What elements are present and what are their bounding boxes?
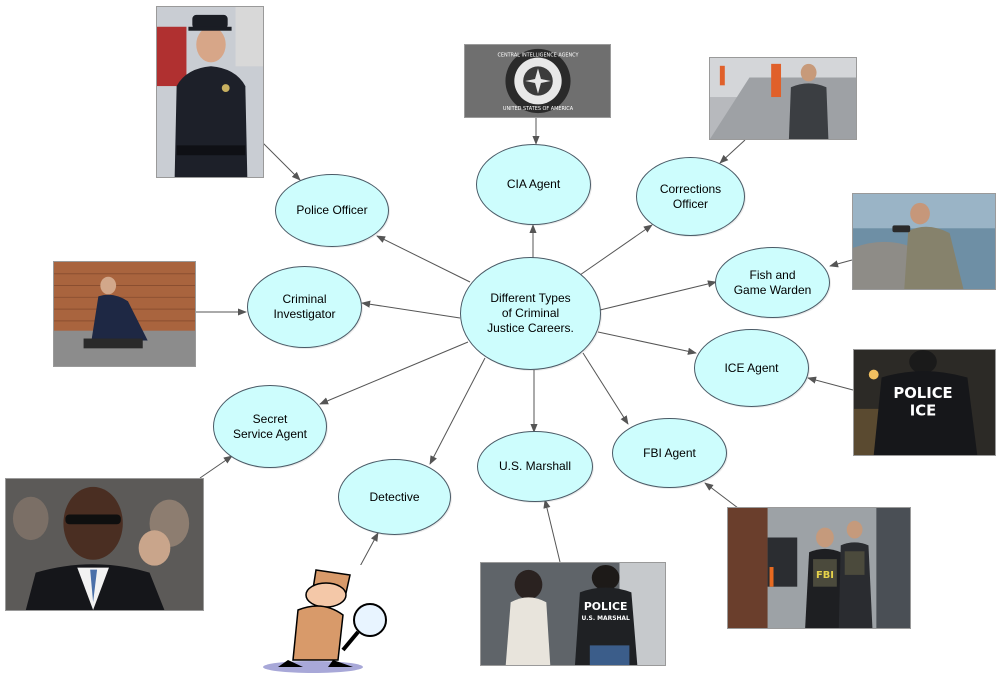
photo-detective-cartoon [258, 565, 403, 675]
node-ice-agent: ICE Agent [694, 329, 809, 407]
node-police-officer: Police Officer [275, 174, 389, 247]
photo-criminal-investigator [53, 261, 196, 367]
node-corrections-officer: Corrections Officer [636, 157, 745, 236]
fbi-vest-text: FBI [816, 570, 834, 581]
photo-us-marshal: POLICE U.S. MARSHAL [480, 562, 666, 666]
node-detective: Detective [338, 459, 451, 535]
edge-center-ice [597, 331, 697, 355]
node-us-marshall: U.S. Marshall [477, 431, 593, 502]
node-criminal-investigator: Criminal Investigator [247, 266, 362, 348]
ice-vest-line1: POLICE [893, 385, 952, 402]
edge-photo-corrections [719, 139, 746, 164]
edge-center-fbi [582, 352, 629, 425]
photo-fbi-agents: FBI [727, 507, 911, 629]
marshal-vest-line2: U.S. MARSHAL [581, 616, 630, 622]
edge-photo-police [261, 141, 301, 181]
edge-photo-secret [199, 455, 233, 479]
node-fish-game-warden: Fish and Game Warden [715, 247, 830, 318]
edge-center-fish [599, 280, 717, 311]
edge-photo-fbi [704, 482, 739, 509]
edge-center-criminal [361, 300, 461, 319]
photo-cia-seal: CENTRAL INTELLIGENCE AGENCY UNITED STATE… [464, 44, 611, 118]
node-center: Different Types of Criminal Justice Care… [460, 257, 601, 370]
photo-ice-agent: POLICE ICE [853, 349, 996, 456]
node-secret-service-agent: Secret Service Agent [213, 385, 327, 468]
edge-center-secret [319, 341, 469, 405]
node-cia-agent: CIA Agent [476, 144, 591, 225]
edge-photo-marshall [543, 499, 561, 563]
edge-photo-detective [357, 532, 379, 571]
cia-seal-text: CENTRAL INTELLIGENCE AGENCY [497, 53, 578, 59]
photo-corrections-officer [709, 57, 857, 140]
edge-center-police [376, 235, 471, 283]
edge-center-detective [429, 357, 486, 465]
photo-secret-service-agent [5, 478, 204, 611]
cia-seal-bottom-text: UNITED STATES OF AMERICA [503, 106, 574, 112]
edge-center-corrections [579, 224, 653, 276]
photo-police-officer [156, 6, 264, 178]
node-fbi-agent: FBI Agent [612, 418, 727, 488]
marshal-vest-line1: POLICE [584, 600, 628, 613]
ice-vest-line2: ICE [910, 403, 936, 420]
photo-fish-game-warden [852, 193, 996, 290]
edge-photo-fish [829, 259, 853, 268]
edge-photo-ice [807, 376, 854, 391]
